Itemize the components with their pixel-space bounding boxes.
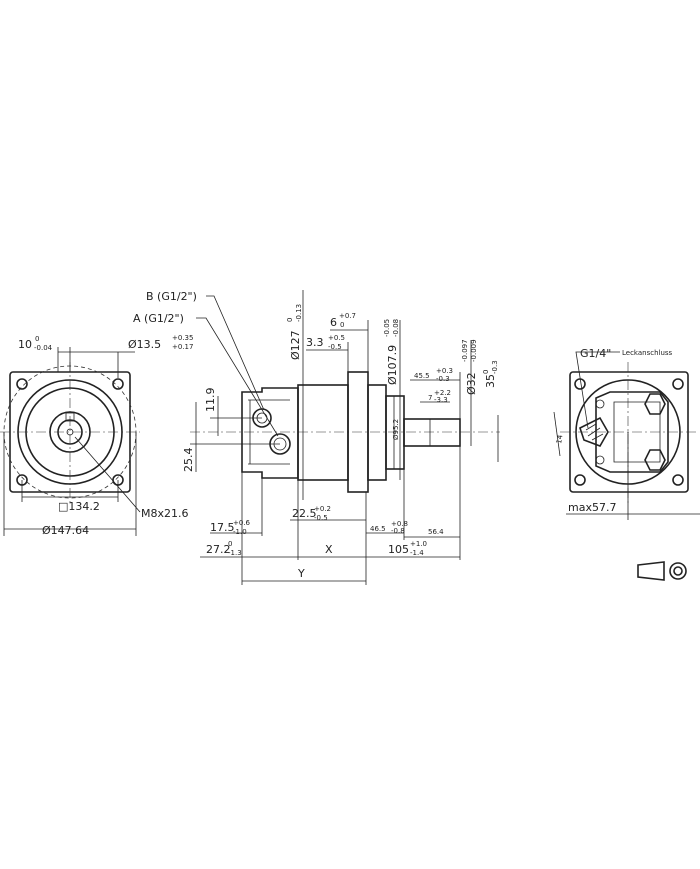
port-b-leader bbox=[206, 295, 265, 411]
dim-45-5-tol-lower: -0.3 bbox=[436, 375, 450, 383]
dim-25-4-label: 25.4 bbox=[182, 448, 195, 473]
dim-95-2-label: Ø95.2 bbox=[392, 419, 400, 440]
rear-hole-tl bbox=[574, 378, 586, 390]
drain-port-leader bbox=[575, 351, 620, 429]
dim-46-5-tol-lower: -0.8 bbox=[391, 527, 405, 535]
rear-valve-inner bbox=[613, 401, 661, 463]
drain-port-description: Leckanschluss bbox=[622, 349, 673, 357]
port-b-label: B (G1/2") bbox=[146, 290, 197, 303]
dim-17-5-label: 17.5 bbox=[210, 521, 235, 534]
dim-127-tol-upper: 0 bbox=[286, 318, 294, 322]
dim-6-label: 6 bbox=[330, 316, 337, 329]
dim-45-5-label: 45.5 bbox=[414, 372, 430, 380]
dim-max-label: max57.7 bbox=[568, 501, 616, 514]
rear-valve-plate bbox=[595, 391, 669, 473]
dim-35-label: 35 bbox=[484, 374, 497, 388]
rear-hex-nut-top bbox=[644, 393, 666, 415]
mount-hole-tr bbox=[112, 378, 124, 390]
dim-27-2-tol-lower: -1.3 bbox=[228, 549, 242, 557]
dim-x-label: X bbox=[325, 543, 333, 556]
rear-drain-port bbox=[579, 416, 609, 447]
dim-3-3-label: 3.3 bbox=[306, 336, 324, 349]
dim-46-5-label: 46.5 bbox=[370, 525, 386, 533]
dim-thread-leader bbox=[74, 436, 141, 513]
dim-10-tol-upper: 0 bbox=[35, 335, 39, 343]
dim-27-2-tol-upper: 0 bbox=[228, 540, 232, 548]
dim-22-5-tol-upper: +0.2 bbox=[314, 505, 331, 513]
dim-32-tol-upper: -0.097 bbox=[461, 339, 469, 362]
dim-bolt-circle-label: Ø147.64 bbox=[42, 524, 89, 537]
dim-22-5-label: 22.5 bbox=[292, 507, 317, 520]
dim-hole-label: Ø13.5 bbox=[128, 338, 161, 351]
side-pilot bbox=[367, 384, 387, 481]
side-shaft bbox=[403, 418, 461, 447]
dim-107-9-tol-upper: -0.05 bbox=[383, 319, 391, 337]
rear-small-tl bbox=[595, 399, 605, 409]
dim-127-tol-lower: -0.13 bbox=[295, 304, 303, 322]
dim-14-label: 14 bbox=[555, 434, 565, 445]
rear-hole-bl bbox=[574, 474, 586, 486]
projection-symbol bbox=[637, 561, 687, 581]
rear-small-bl bbox=[595, 455, 605, 465]
front-view: 10 0 -0.04 Ø13.5 +0.35 +0.17 □134.2 M8x2… bbox=[0, 334, 193, 537]
dim-3-3-tol-upper: +0.5 bbox=[328, 334, 345, 342]
dim-56-4-label: 56.4 bbox=[428, 528, 444, 536]
rear-drain-hatch bbox=[585, 423, 604, 441]
drain-port-label: G1/4" bbox=[580, 347, 611, 360]
dim-7-tol-lower: -3.3 bbox=[434, 396, 448, 404]
dim-y-label: Y bbox=[297, 567, 305, 580]
dim-6-tol-lower: 0 bbox=[340, 321, 344, 329]
rear-hole-tr bbox=[672, 378, 684, 390]
front-body-outer bbox=[17, 379, 123, 485]
side-valve-block-detail bbox=[248, 399, 290, 465]
dim-17-5-tol-upper: +0.6 bbox=[233, 519, 251, 527]
mount-hole-tl bbox=[16, 378, 28, 390]
rear-hole-br bbox=[672, 474, 684, 486]
dim-107-9-label: Ø107.9 bbox=[386, 345, 399, 385]
dim-105-tol-lower: -1.4 bbox=[410, 549, 424, 557]
dim-6-tol-upper: +0.7 bbox=[339, 312, 356, 320]
dim-square-label: □134.2 bbox=[58, 500, 100, 513]
dim-32-tol-lower: -0.009 bbox=[470, 339, 478, 362]
dim-hole-tol-lower: +0.17 bbox=[172, 343, 193, 351]
dim-127-label: Ø127 bbox=[289, 330, 302, 360]
dim-22-5-tol-lower: -0.5 bbox=[314, 514, 328, 522]
projection-circle-outer bbox=[669, 562, 687, 580]
side-main-body bbox=[297, 384, 349, 481]
dim-107-9-tol-lower: -0.08 bbox=[392, 319, 400, 337]
dim-14-line bbox=[553, 411, 561, 457]
dim-105-label: 105 bbox=[388, 543, 409, 556]
rear-view: G1/4" Leckanschluss 14 max57.7 bbox=[553, 347, 700, 520]
projection-cone bbox=[637, 561, 665, 581]
dim-27-2-label: 27.2 bbox=[206, 543, 231, 556]
dim-3-3-tol-lower: -0.5 bbox=[328, 343, 342, 351]
dim-10-label: 10 bbox=[18, 338, 32, 351]
dim-35-tol-lower: -0.3 bbox=[491, 360, 499, 374]
dim-35-tol-upper: 0 bbox=[482, 370, 490, 374]
dim-105-tol-upper: +1.0 bbox=[410, 540, 427, 548]
dim-45-5-tol-upper: +0.3 bbox=[436, 367, 453, 375]
rear-hex-nut-bottom bbox=[644, 449, 666, 471]
dim-thread-label: M8x21.6 bbox=[141, 507, 189, 520]
dim-46-5-tol-upper: +0.8 bbox=[391, 520, 408, 528]
side-view: B (G1/2") A (G1/2") 11.9 25.4 Ø127 0 -0.… bbox=[133, 290, 500, 585]
dim-10-tol-lower: -0.04 bbox=[34, 344, 53, 352]
port-a-label: A (G1/2") bbox=[133, 312, 184, 325]
port-a-leader bbox=[196, 317, 279, 437]
dim-32-label: Ø32 bbox=[465, 372, 478, 395]
dim-17-5-tol-lower: -1.0 bbox=[233, 528, 247, 536]
dim-7-tol-upper: +2.2 bbox=[434, 389, 451, 397]
dim-hole-tol-upper: +0.35 bbox=[172, 334, 193, 342]
projection-circle-inner bbox=[673, 566, 683, 576]
dim-11-9-label: 11.9 bbox=[204, 388, 217, 413]
dim-7-label: 7 bbox=[428, 394, 432, 402]
